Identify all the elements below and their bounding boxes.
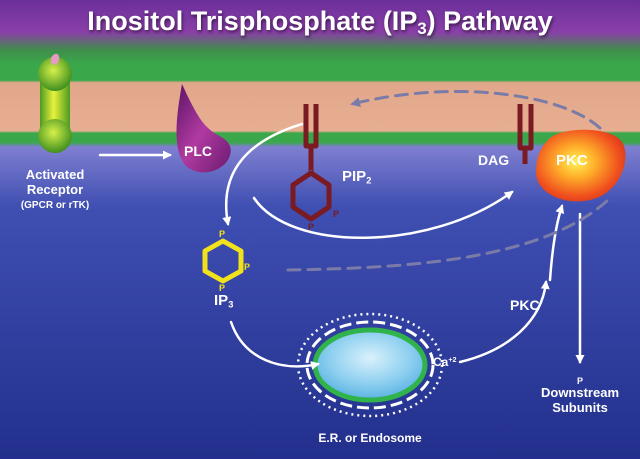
arrow-ip3-to-er xyxy=(229,320,320,370)
arrow-pip2-to-ip3 xyxy=(222,122,304,226)
pip2-molecule-icon xyxy=(290,104,332,222)
activated-receptor-label: Activated Receptor (GPCR or rTK) xyxy=(20,167,90,211)
phosphate-label: P xyxy=(219,229,226,239)
dag-label: DAG xyxy=(478,152,510,168)
phosphate-label: P xyxy=(244,262,251,272)
pkc-cytosol-label: PKC xyxy=(510,297,540,313)
activated-receptor-icon xyxy=(38,53,72,153)
downstream-subunits-label: P Downstream Subunits xyxy=(540,376,620,416)
arrow-ca-to-pkc xyxy=(458,280,550,364)
plc-label: PLC xyxy=(184,143,212,159)
ip3-label: IP3 xyxy=(214,292,234,310)
phosphate-label: P xyxy=(333,209,340,219)
dag-molecule-icon xyxy=(517,104,534,164)
page-title: Inositol Trisphosphate (IP3) Pathway xyxy=(87,6,553,39)
pkc-membrane-label: PKC xyxy=(556,152,588,169)
arrow-plc-to-dag xyxy=(252,190,514,239)
dashed-arrow-pkc-to-pip2 xyxy=(350,90,602,130)
dashed-arrow-ip3-loop xyxy=(286,198,610,272)
pip2-label: PIP2 xyxy=(342,168,372,186)
er-endosome-label: E.R. or Endosome xyxy=(318,431,422,445)
pkc-enzyme-icon xyxy=(536,129,626,202)
ip3-molecule-icon xyxy=(202,238,244,284)
plc-enzyme-icon xyxy=(176,84,231,173)
calcium-label: Ca+2 xyxy=(433,355,457,369)
phosphate-label: P xyxy=(219,283,226,293)
phosphate-label: P xyxy=(308,167,315,177)
pathway-arrows xyxy=(98,90,610,370)
arrow-pkc-cytosol-to-membrane xyxy=(548,204,565,282)
phosphate-label: P xyxy=(308,222,315,232)
